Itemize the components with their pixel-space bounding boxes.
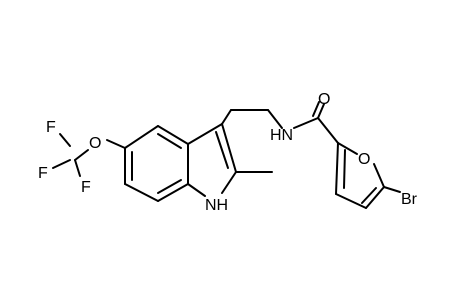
- bond-inner-fc3-fc2: [343, 149, 346, 189]
- bond-fc2-fo: [337, 142, 358, 155]
- bond-inner-c4-c3a: [157, 133, 182, 149]
- atom-nh-indole: NH: [205, 197, 228, 214]
- bond-c2-n1: [221, 171, 237, 194]
- bond-carbonyl-o-b: [312, 101, 320, 117]
- atom-f1: F: [46, 119, 56, 136]
- bond-nh-carbonyl: [293, 117, 319, 129]
- bond-fo-fc5: [373, 163, 385, 188]
- bond-carbonyl-furan: [317, 117, 339, 144]
- bond-inner-c3-c2: [215, 131, 229, 169]
- bond-c-o-ether: [74, 149, 89, 161]
- bonds: [52, 101, 401, 209]
- bond-ch2b-nh: [267, 109, 283, 129]
- bond-fc3-fc2: [335, 142, 339, 195]
- bond-c7-c6: [124, 183, 159, 202]
- atom-o-carbonyl: O: [318, 91, 330, 108]
- bond-fc4-fc3: [335, 193, 367, 209]
- atom-labels: F F F O NH HN O O Br: [38, 91, 418, 214]
- atom-o-furan: O: [358, 151, 370, 168]
- atom-f3: F: [81, 179, 91, 196]
- bond-c7a-c7: [157, 183, 189, 202]
- bond-f3-c: [74, 159, 81, 177]
- atom-nh-amide: HN: [270, 127, 293, 144]
- atom-f2: F: [38, 165, 48, 182]
- bond-c3-ch2a: [221, 109, 232, 125]
- bond-c4-c3a: [157, 125, 189, 145]
- bond-inner-fc5-fc4: [361, 187, 377, 204]
- bond-inner-c7a-c7: [157, 179, 182, 194]
- bond-o-ring: [106, 139, 126, 149]
- bond-n1-c7a: [187, 183, 206, 197]
- bond-f1-c: [59, 133, 71, 147]
- bond-c3-c2: [221, 123, 237, 173]
- bond-c5-c4: [124, 125, 159, 149]
- bond-carbonyl-o-a: [317, 103, 325, 119]
- atom-o-ether: O: [89, 135, 101, 152]
- bond-fc5-fc4: [365, 186, 385, 209]
- atom-br: Br: [401, 191, 418, 208]
- bond-c3a-c3: [187, 123, 223, 145]
- bond-f2-c: [52, 159, 71, 169]
- bond-fc5-br: [383, 186, 401, 193]
